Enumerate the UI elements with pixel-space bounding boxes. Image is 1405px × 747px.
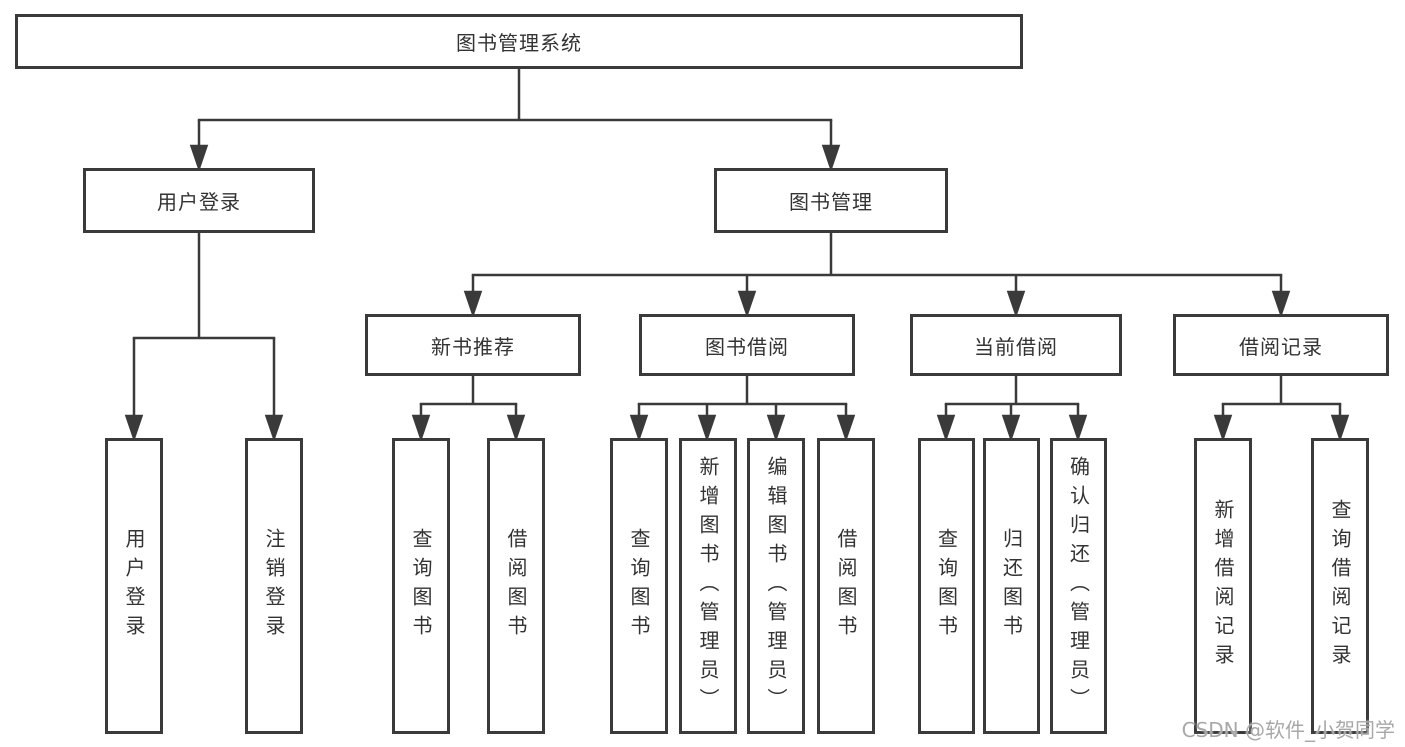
arrowhead [1271, 290, 1291, 318]
arrowhead [766, 414, 786, 442]
leaf-label: 新增图书（管理员） [696, 455, 720, 717]
leaf-label: 确认归还（管理员） [1066, 455, 1091, 717]
leaf-query-borrow-record: 查询借阅记录 [1311, 438, 1369, 734]
leaf-label: 归还图书 [999, 528, 1024, 644]
arrowhead [629, 414, 649, 442]
node-label: 用户登录 [157, 190, 241, 214]
arrowhead [821, 144, 841, 172]
node-label: 新书推荐 [431, 334, 515, 359]
leaf-confirm-return-admin: 确认归还（管理员） [1050, 438, 1107, 734]
arrowhead [936, 414, 956, 442]
node-label: 当前借阅 [974, 334, 1058, 359]
arrowhead [463, 290, 483, 318]
arrowhead [506, 414, 526, 442]
node-new-book-recommend: 新书推荐 [365, 314, 581, 376]
node-label: 图书管理 [789, 190, 873, 214]
leaf-label: 查询图书 [409, 528, 433, 644]
arrowhead [836, 414, 856, 442]
leaf-label: 借阅图书 [504, 528, 528, 644]
watermark: CSDN @软件_小贺同学 [1181, 718, 1395, 742]
leaf-label: 编辑图书（管理员） [764, 455, 788, 717]
arrowhead [1001, 414, 1021, 442]
leaf-user-login: 用户登录 [105, 438, 163, 734]
node-root-label: 图书管理系统 [456, 31, 582, 55]
node-current-borrow: 当前借阅 [910, 314, 1122, 376]
node-label: 图书借阅 [705, 334, 789, 359]
arrowhead [411, 414, 431, 442]
node-book-borrow: 图书借阅 [639, 314, 855, 376]
leaf-label: 查询借阅记录 [1328, 499, 1352, 673]
leaf-add-book-admin: 新增图书（管理员） [679, 438, 737, 734]
leaf-query-book-current: 查询图书 [918, 438, 975, 734]
leaf-label: 借阅图书 [834, 528, 858, 644]
leaf-label: 新增借阅记录 [1211, 499, 1235, 673]
leaf-query-book-borrow: 查询图书 [610, 438, 668, 734]
leaf-label: 用户登录 [122, 528, 146, 644]
arrowhead [1213, 414, 1233, 442]
leaf-logout: 注销登录 [245, 438, 303, 734]
arrowhead [1068, 414, 1088, 442]
leaf-borrow-book: 借阅图书 [817, 438, 875, 734]
arrowhead [697, 414, 717, 442]
arrowhead [189, 144, 209, 172]
leaf-query-book-recommend: 查询图书 [392, 438, 450, 734]
leaf-label: 查询图书 [627, 528, 651, 644]
arrowhead [264, 414, 284, 442]
leaf-edit-book-admin: 编辑图书（管理员） [747, 438, 805, 734]
leaf-return-book: 归还图书 [983, 438, 1040, 734]
arrowhead [737, 290, 757, 318]
node-label: 借阅记录 [1239, 334, 1323, 359]
node-borrow-record: 借阅记录 [1173, 314, 1389, 376]
node-root: 图书管理系统 [15, 14, 1023, 69]
arrowhead [1006, 290, 1026, 318]
leaf-borrow-book-recommend: 借阅图书 [487, 438, 545, 734]
leaf-label: 注销登录 [262, 528, 286, 644]
leaf-label: 查询图书 [934, 528, 959, 644]
arrowhead [124, 414, 144, 442]
leaf-add-borrow-record: 新增借阅记录 [1194, 438, 1252, 734]
arrowhead [1330, 414, 1350, 442]
node-book-management-branch: 图书管理 [714, 168, 948, 233]
node-user-login-branch: 用户登录 [83, 168, 315, 233]
